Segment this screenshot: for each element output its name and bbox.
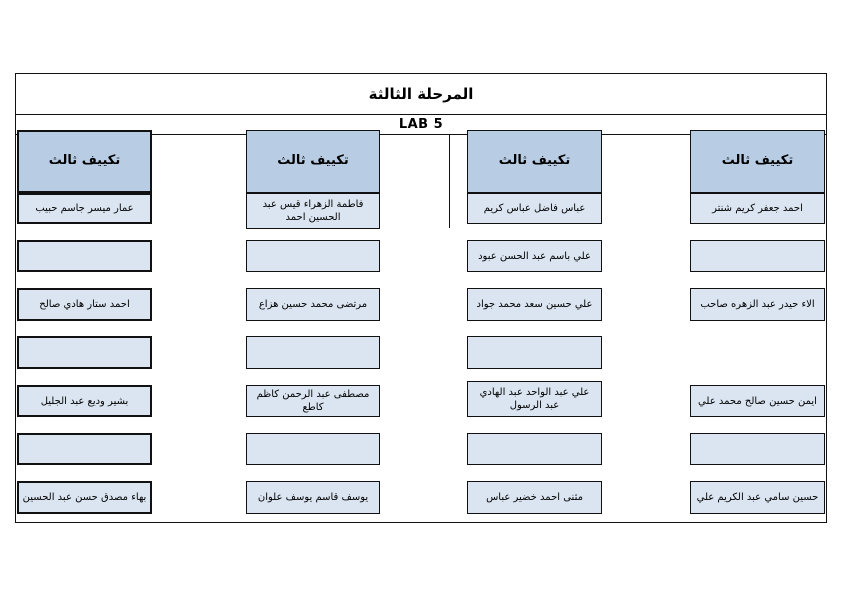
student-cell: حسين سامي عبد الكريم علي xyxy=(690,481,825,514)
empty-cell xyxy=(17,433,152,465)
student-cell: مثنى احمد خضير عباس xyxy=(467,481,602,514)
student-cell: عباس فاضل عباس كريم xyxy=(467,193,602,224)
student-cell: الاء حيدر عبد الزهره صاحب xyxy=(690,288,825,321)
empty-cell xyxy=(17,336,152,369)
empty-cell xyxy=(17,240,152,272)
empty-cell xyxy=(690,240,825,272)
column-4-header: تكييف ثالث xyxy=(690,130,825,193)
column-1-header: تكييف ثالث xyxy=(17,130,152,193)
stage-title: المرحلة الثالثة xyxy=(16,74,826,115)
empty-cell xyxy=(246,433,380,465)
student-cell: بهاء مصدق حسن عبد الحسين xyxy=(17,481,152,514)
empty-cell xyxy=(246,336,380,369)
empty-cell xyxy=(467,433,602,465)
student-cell: بشير وديع عبد الجليل xyxy=(17,385,152,417)
column-3-header: تكييف ثالث xyxy=(467,130,602,193)
student-cell: مصطفى عبد الرحمن كاظم كاطع xyxy=(246,385,380,417)
lab-title: LAB 5 xyxy=(16,115,826,135)
student-cell: علي باسم عبد الحسن عبود xyxy=(467,240,602,272)
student-cell: فاطمة الزهراء قيس عبد الحسين احمد xyxy=(246,193,380,229)
student-cell: احمد جعفر كريم شنتر xyxy=(690,193,825,224)
empty-cell xyxy=(690,433,825,465)
student-cell: يوسف قاسم يوسف علوان xyxy=(246,481,380,514)
student-cell: ايمن حسين صالح محمد علي xyxy=(690,385,825,417)
empty-cell xyxy=(246,240,380,272)
student-cell: علي عبد الواحد عبد الهادي عبد الرسول xyxy=(467,381,602,417)
column-2-header: تكييف ثالث xyxy=(246,130,380,193)
student-cell: عمار ميسر جاسم حبيب xyxy=(17,193,152,224)
student-cell: مرتضى محمد حسين هزاع xyxy=(246,288,380,321)
student-cell: احمد ستار هادي صالح xyxy=(17,288,152,321)
student-cell: علي حسين سعد محمد جواد xyxy=(467,288,602,321)
stray-divider-line xyxy=(449,134,450,228)
empty-cell xyxy=(467,336,602,369)
schedule-table-frame: المرحلة الثالثة LAB 5 xyxy=(15,73,827,523)
